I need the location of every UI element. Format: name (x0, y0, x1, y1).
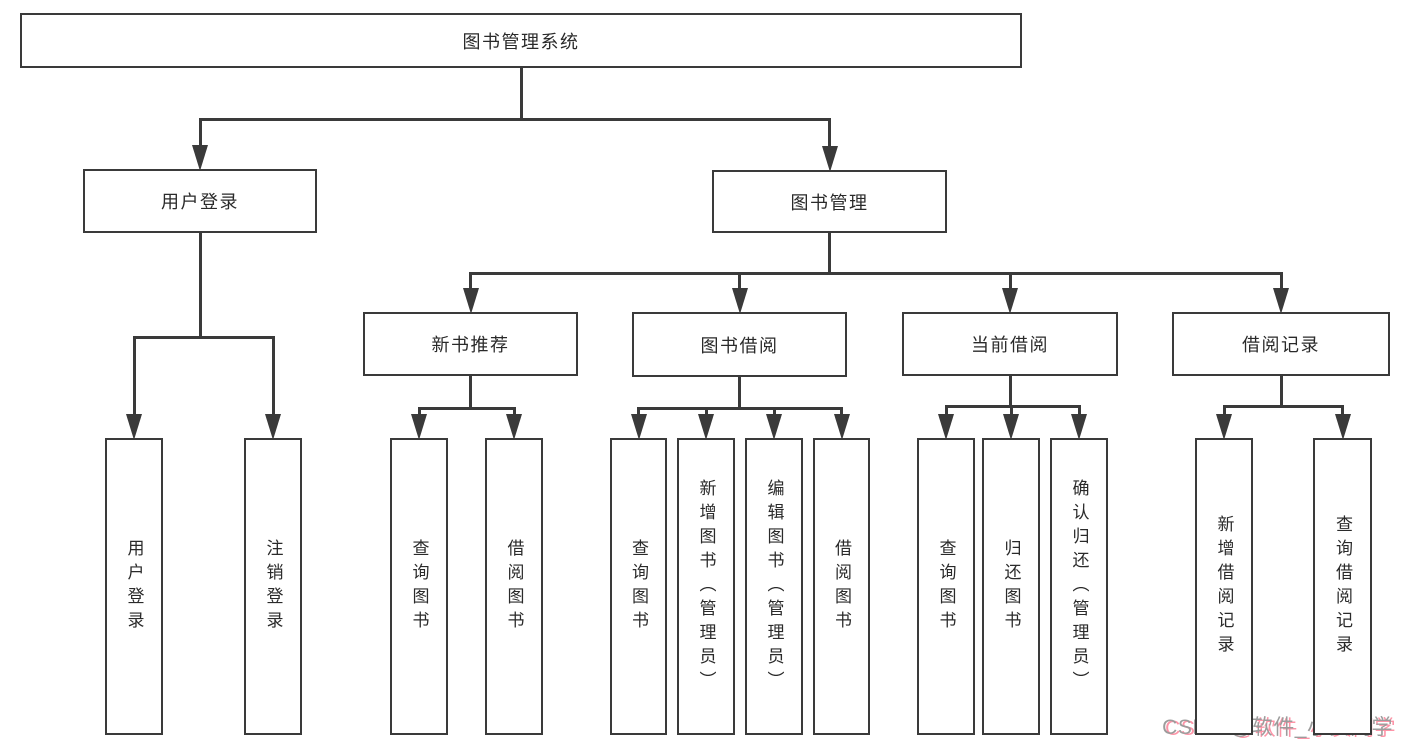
node-label-leaf-confirm-return: 确认归还（管理员） (1069, 478, 1089, 695)
connector-line (132, 336, 275, 339)
arrowhead-icon (462, 288, 479, 314)
arrowhead-icon (1002, 288, 1018, 314)
connector-line (1008, 272, 1012, 290)
connector-line (637, 407, 843, 410)
node-borrow-records: 借阅记录 (1172, 312, 1390, 376)
connector-line (1009, 405, 1013, 416)
arrowhead-icon (630, 414, 647, 440)
connector-line (828, 118, 831, 148)
arrowhead-icon (766, 414, 782, 440)
arrowhead-icon (1273, 288, 1289, 314)
node-leaf-user-login: 用户登录 (105, 438, 163, 735)
connector-line (944, 405, 948, 416)
node-label-leaf-logout: 注销登录 (263, 538, 283, 635)
connector-line (469, 272, 1283, 275)
node-label-user-login: 用户登录 (161, 192, 239, 212)
node-label-new-book-rec: 新书推荐 (431, 335, 510, 355)
node-label-leaf-query-book-current: 查询图书 (936, 538, 956, 635)
connector-line (469, 272, 472, 290)
node-leaf-query-book-current: 查询图书 (917, 438, 975, 735)
node-leaf-logout: 注销登录 (244, 438, 302, 735)
connector-line (271, 336, 275, 416)
arrowhead-icon (938, 414, 954, 440)
node-root: 图书管理系统 (20, 13, 1022, 68)
node-label-leaf-query-borrow-record: 查询借阅记录 (1333, 514, 1352, 659)
connector-line (738, 272, 741, 290)
arrowhead-icon (821, 146, 838, 172)
connector-line (1008, 375, 1012, 405)
connector-line (417, 407, 516, 410)
connector-line (1222, 405, 1344, 408)
arrowhead-icon (192, 145, 208, 171)
arrowhead-icon (1334, 414, 1351, 440)
connector-line (840, 407, 843, 416)
arrowhead-icon (265, 414, 281, 440)
node-book-mgmt: 图书管理 (712, 170, 947, 233)
connector-line (469, 375, 472, 407)
connector-line (944, 405, 1081, 408)
connector-line (417, 407, 421, 416)
node-leaf-add-borrow-record: 新增借阅记录 (1195, 438, 1253, 735)
arrowhead-icon (833, 414, 850, 440)
connector-line (738, 376, 741, 407)
node-leaf-query-borrow-record: 查询借阅记录 (1313, 438, 1372, 735)
connector-line (772, 407, 776, 416)
node-label-leaf-query-book-rec: 查询图书 (409, 538, 429, 635)
node-new-book-rec: 新书推荐 (363, 312, 578, 376)
node-leaf-query-book-rec: 查询图书 (390, 438, 448, 735)
connector-line (1077, 405, 1081, 416)
connector-line (198, 232, 202, 336)
node-leaf-edit-book: 编辑图书（管理员） (745, 438, 803, 735)
arrowhead-icon (698, 414, 714, 440)
arrowhead-icon (506, 414, 522, 440)
connector-line (198, 118, 831, 121)
node-label-leaf-user-login: 用户登录 (124, 538, 144, 635)
node-label-leaf-query-book-borrow: 查询图书 (629, 538, 648, 635)
node-leaf-add-book: 新增图书（管理员） (677, 438, 735, 735)
connector-line (512, 407, 516, 416)
connector-line (1341, 405, 1344, 416)
connector-line (637, 407, 640, 416)
connector-line (828, 232, 831, 272)
node-label-leaf-borrow-book: 借阅图书 (832, 538, 851, 635)
node-leaf-query-book-borrow: 查询图书 (610, 438, 667, 735)
node-book-borrow: 图书借阅 (632, 312, 847, 377)
arrowhead-icon (1003, 414, 1019, 440)
connector-line (519, 67, 523, 118)
arrowhead-icon (731, 288, 748, 314)
node-label-leaf-add-book: 新增图书（管理员） (696, 478, 716, 695)
node-current-borrow: 当前借阅 (902, 312, 1118, 376)
connector-line (1279, 375, 1283, 405)
node-label-book-mgmt: 图书管理 (790, 192, 869, 213)
arrowhead-icon (1071, 414, 1087, 440)
node-user-login: 用户登录 (83, 169, 317, 233)
node-label-current-borrow: 当前借阅 (971, 335, 1049, 355)
node-label-book-borrow: 图书借阅 (700, 335, 779, 356)
node-label-leaf-edit-book: 编辑图书（管理员） (764, 478, 784, 695)
node-label-borrow-records: 借阅记录 (1242, 335, 1320, 355)
arrowhead-icon (126, 414, 142, 440)
connector-line (198, 118, 202, 147)
connector-line (132, 336, 136, 416)
node-label-leaf-return-book: 归还图书 (1001, 538, 1021, 635)
node-leaf-borrow-book: 借阅图书 (813, 438, 870, 735)
arrowhead-icon (1216, 414, 1232, 440)
connector-line (704, 407, 708, 416)
node-leaf-borrow-book-rec: 借阅图书 (485, 438, 543, 735)
node-label-root: 图书管理系统 (462, 31, 580, 52)
node-label-leaf-borrow-book-rec: 借阅图书 (504, 538, 524, 635)
node-leaf-return-book: 归还图书 (982, 438, 1040, 735)
connector-line (1222, 405, 1226, 416)
connector-line (1279, 272, 1283, 290)
node-label-leaf-add-borrow-record: 新增借阅记录 (1214, 514, 1234, 659)
arrowhead-icon (411, 414, 427, 440)
node-leaf-confirm-return: 确认归还（管理员） (1050, 438, 1108, 735)
